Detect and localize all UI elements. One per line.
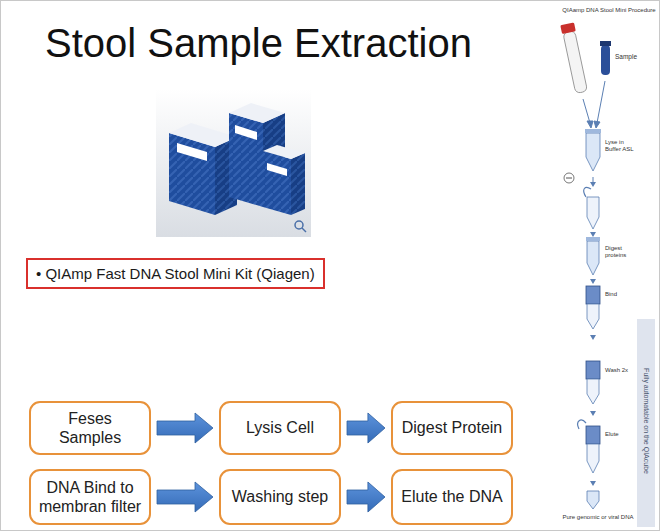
step-label: Bind xyxy=(605,291,635,298)
box-text: Lysis Cell xyxy=(246,418,314,437)
kit-boxes xyxy=(169,103,305,215)
box-text: DNA Bind to membran filter xyxy=(37,478,143,516)
process-box: Digest Protein xyxy=(391,401,513,455)
box-text: Feses Samples xyxy=(37,409,143,447)
band-label: Fully automatable on the QIAcube xyxy=(642,321,650,521)
text-stack: Digest Protein xyxy=(402,418,503,437)
slide-title: Stool Sample Extraction xyxy=(45,21,472,66)
block-arrow xyxy=(157,482,213,512)
process-box: DNA Bind to membran filter xyxy=(29,469,151,525)
open-tube xyxy=(584,187,599,237)
block-arrow xyxy=(347,413,385,443)
sample-tubes xyxy=(560,22,611,93)
box-text: Washing step xyxy=(232,487,328,506)
step-label: Wash 2x xyxy=(605,367,635,374)
step-label: Sample xyxy=(615,53,651,60)
lysis-tube xyxy=(585,129,601,187)
box-text: • QIAmp Fast DNA Stool Mini Kit (Qiagen) xyxy=(36,265,315,282)
procedure-heading: QIAamp DNA Stool Mini Procedure xyxy=(559,7,659,14)
box-text: Digest Protein xyxy=(402,418,503,437)
text-stack: Lysis Cell xyxy=(246,418,314,437)
text-stack: Feses Samples xyxy=(37,409,143,447)
discard-symbol xyxy=(564,173,574,183)
flow-lines xyxy=(583,81,605,128)
block-arrow xyxy=(347,482,385,512)
result-label: Pure genomic or viral DNA xyxy=(559,514,637,521)
process-box: Washing step xyxy=(219,469,341,525)
process-box: Elute the DNA xyxy=(391,469,513,525)
spin-column-bind xyxy=(586,286,600,340)
step-label: Digest proteins xyxy=(605,245,636,259)
text-stack: • QIAmp Fast DNA Stool Mini Kit (Qiagen) xyxy=(36,265,315,282)
digest-tube xyxy=(586,237,600,284)
step-label: Elute xyxy=(605,431,635,438)
step-label: Lyse in Buffer ASL xyxy=(605,139,639,153)
text-stack: Washing step xyxy=(232,487,328,506)
process-box: Feses Samples xyxy=(29,401,151,455)
automation-band xyxy=(637,319,655,527)
zoom-icon xyxy=(295,221,306,232)
text-stack: Elute the DNA xyxy=(401,487,502,506)
spin-column-elute xyxy=(578,420,600,486)
text-stack: DNA Bind to membran filter xyxy=(37,478,143,516)
dna-tube xyxy=(587,491,599,509)
kit-box: • QIAmp Fast DNA Stool Mini Kit (Qiagen) xyxy=(26,258,325,289)
block-arrow xyxy=(157,413,213,443)
process-box: Lysis Cell xyxy=(219,401,341,455)
image-ground xyxy=(156,89,311,237)
box-text: Elute the DNA xyxy=(401,487,502,506)
spin-column-wash xyxy=(586,361,600,416)
